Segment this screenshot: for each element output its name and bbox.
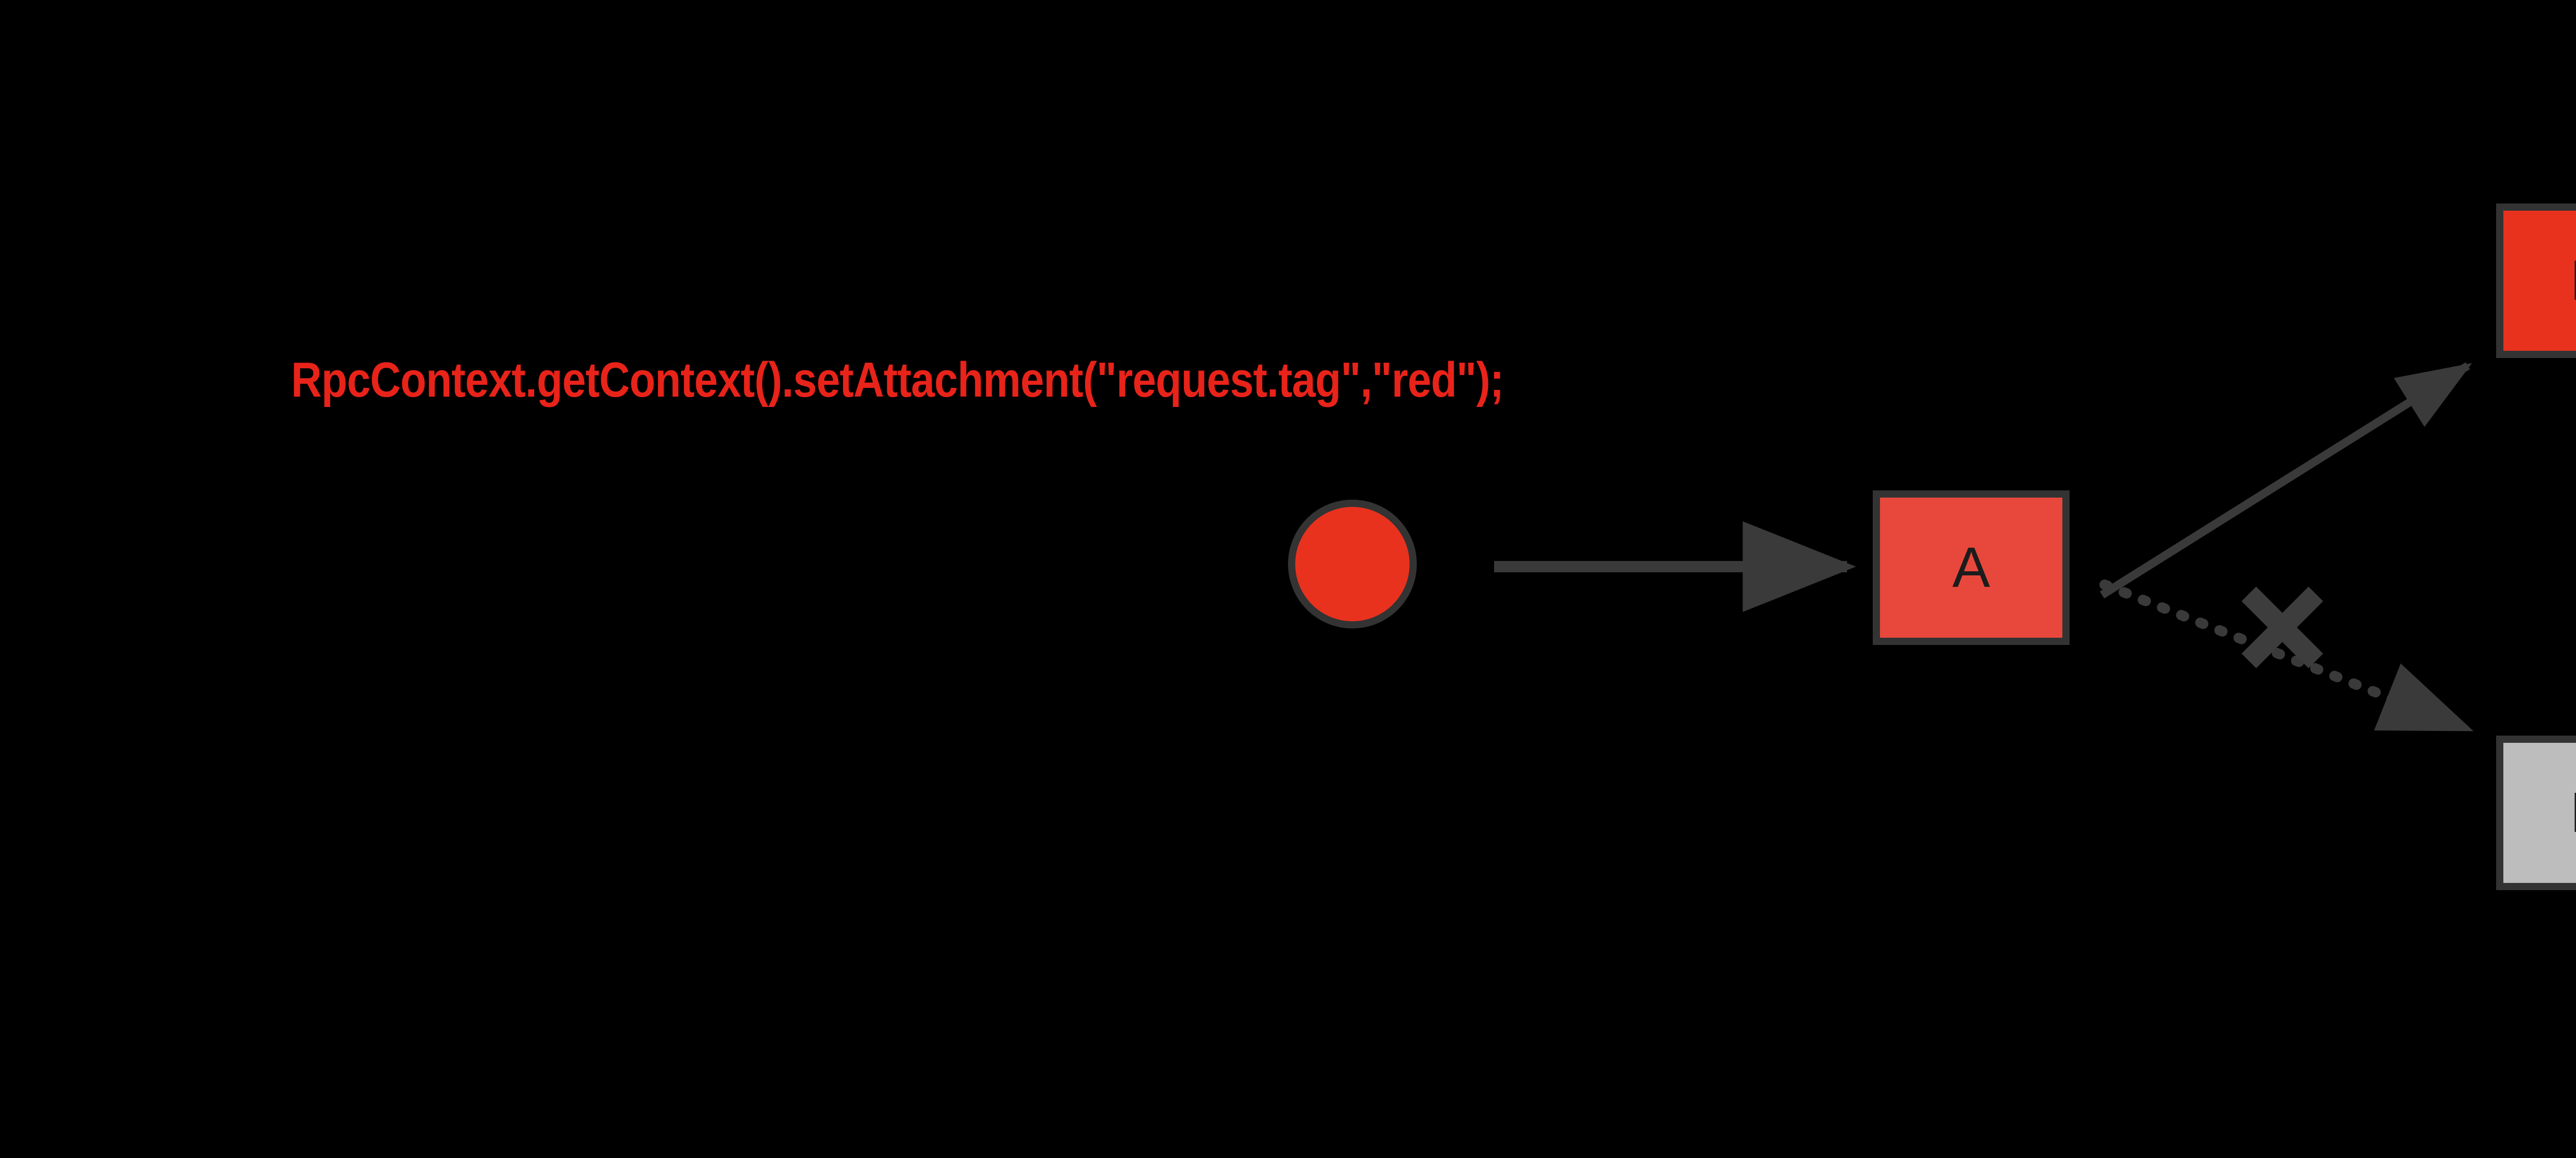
node-a-label: A <box>1952 536 1990 599</box>
node-start[interactable] <box>1288 500 1417 628</box>
cross-icon-a-b-gray <box>2241 586 2324 669</box>
node-b-red[interactable]: B <box>2496 203 2576 358</box>
node-b-gray-label: B <box>2570 785 2576 841</box>
node-b-red-label: B <box>2570 252 2576 309</box>
edge-a-to-b-gray <box>2099 580 2474 734</box>
node-a[interactable]: A <box>1873 490 2070 645</box>
node-b-gray[interactable]: B <box>2496 736 2576 890</box>
edge-a-to-b-red <box>2099 362 2472 599</box>
annotation-code-text: RpcContext.getContext().setAttachment("r… <box>291 352 1504 407</box>
